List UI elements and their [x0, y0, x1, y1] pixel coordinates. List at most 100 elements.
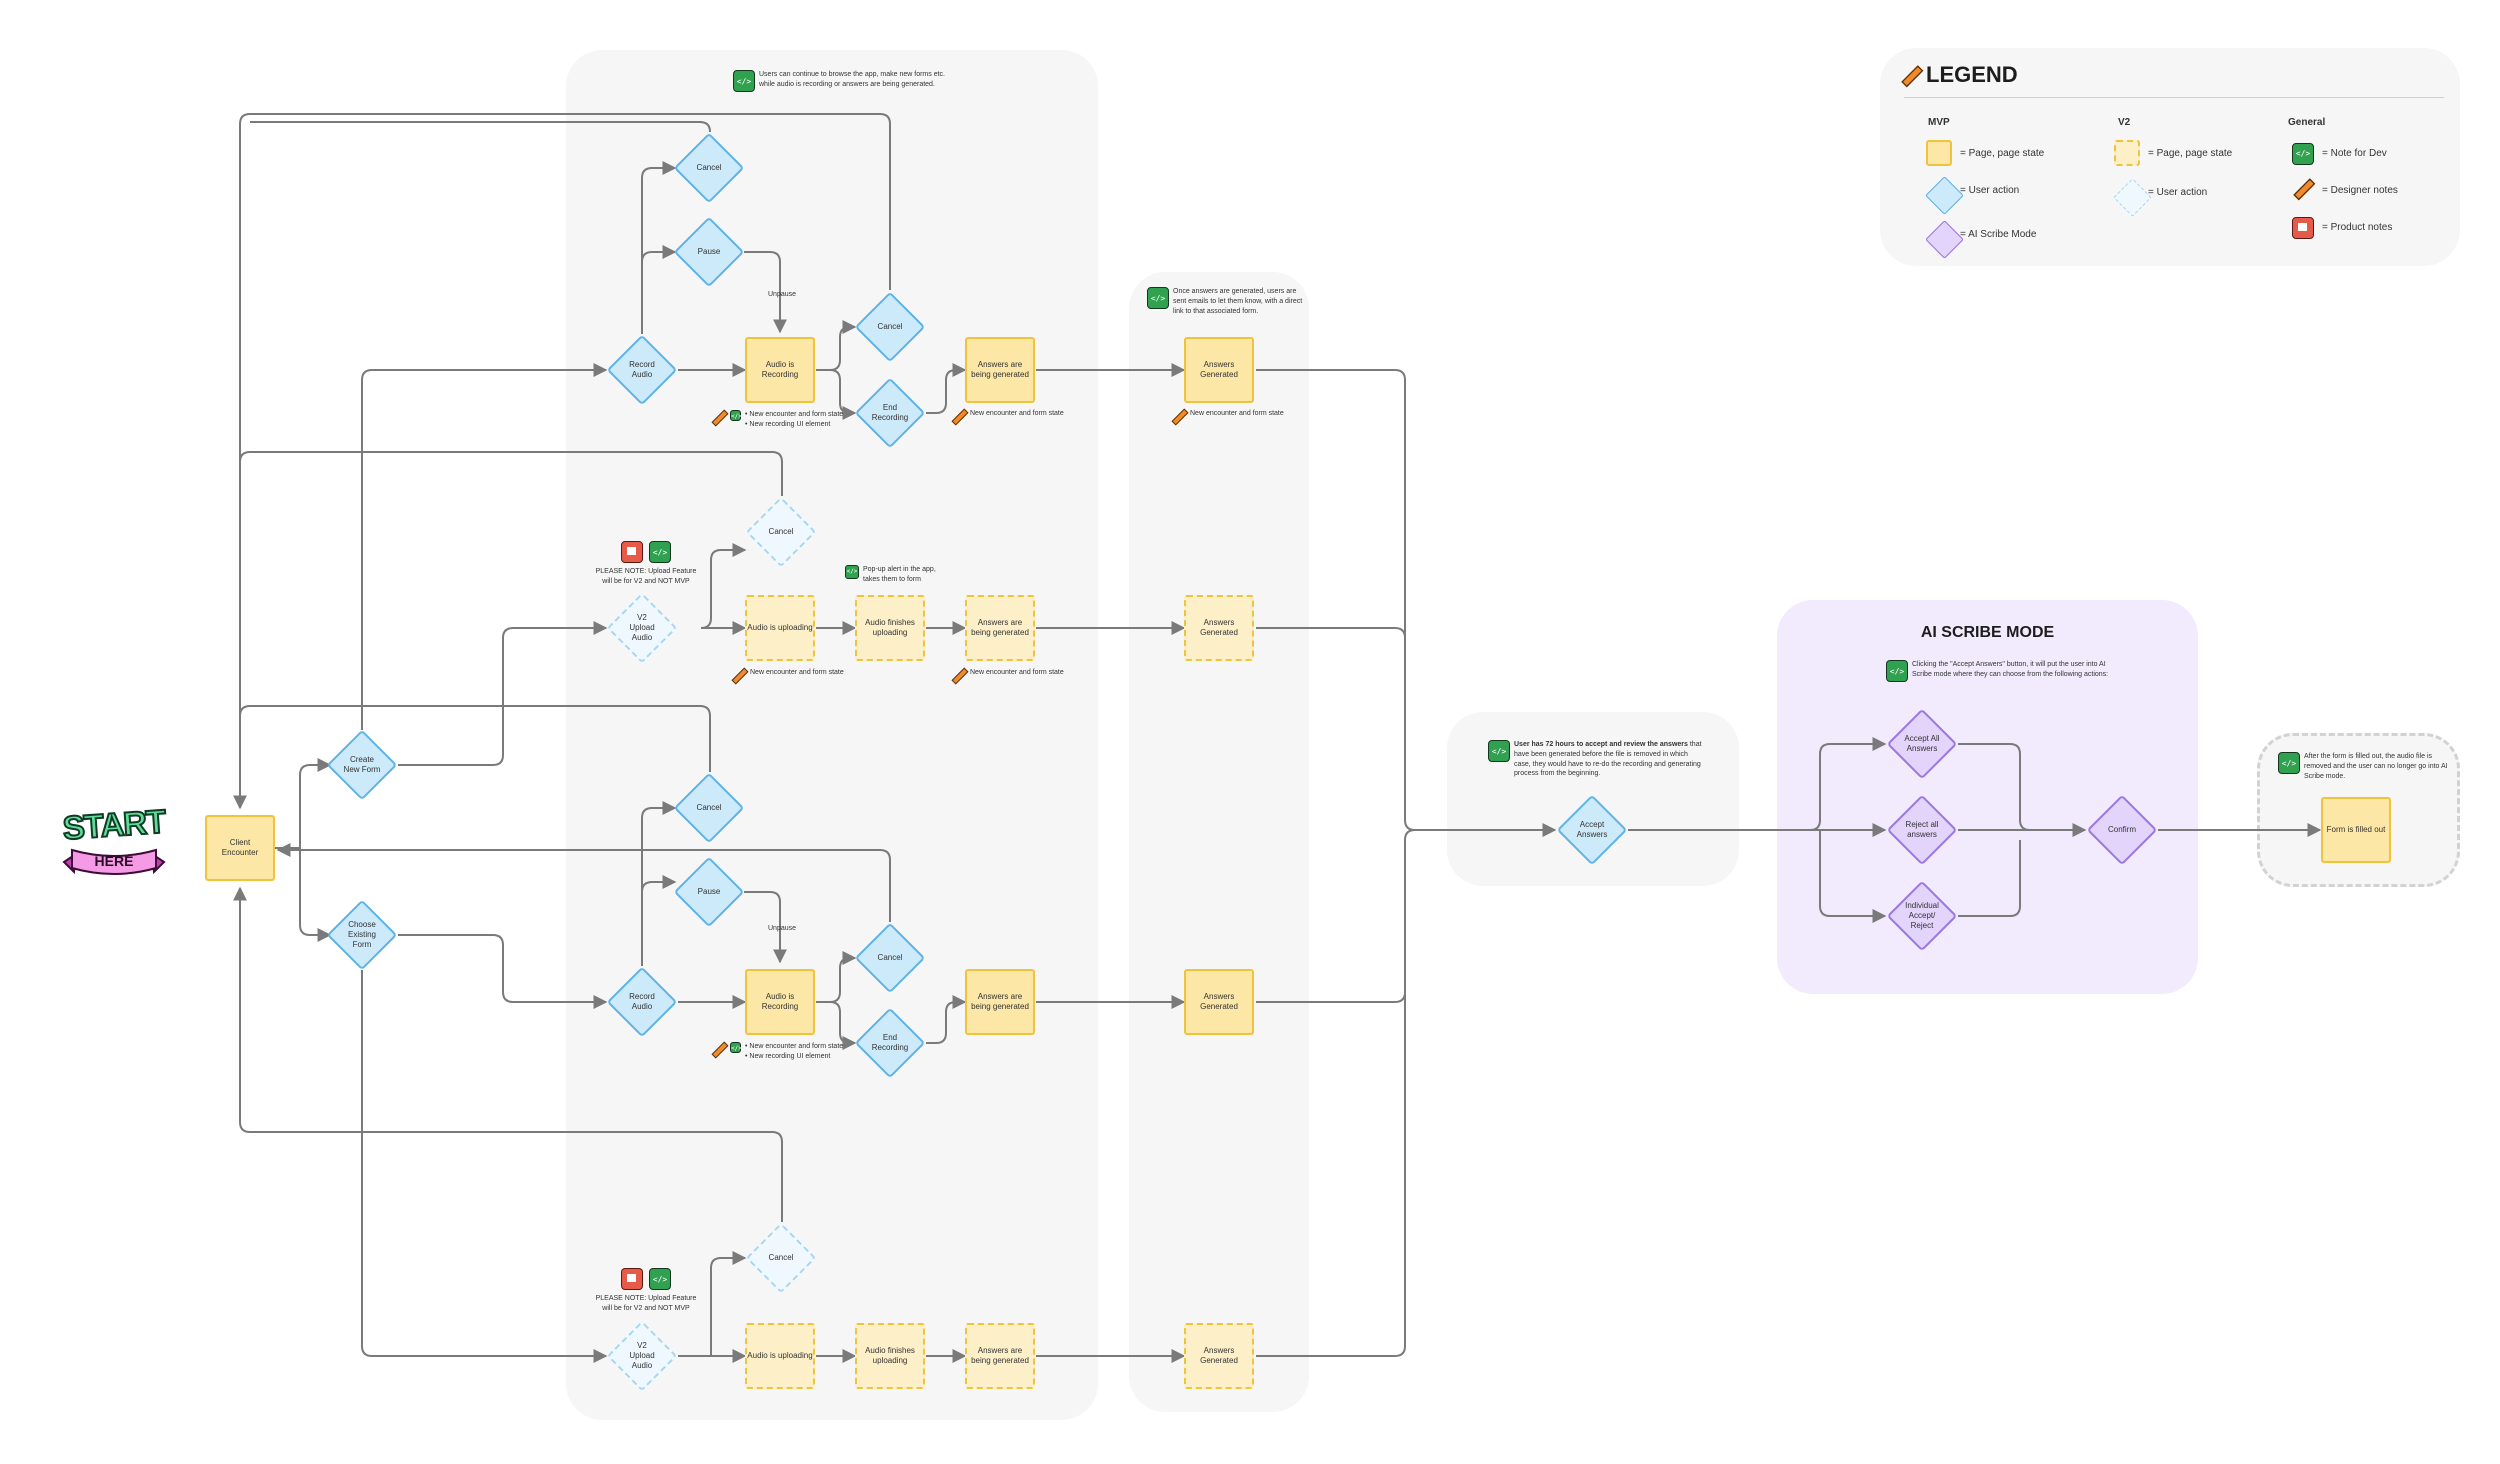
- answers-generated-page-1[interactable]: Answers Generated: [1184, 337, 1254, 403]
- pause-action-bottom[interactable]: Pause: [673, 856, 745, 928]
- end-recording-label: End Recording: [871, 403, 909, 422]
- cancel-action-v2-bottom[interactable]: Cancel: [745, 1222, 817, 1294]
- upload-audio-label: V2 Upload Audio: [629, 1341, 655, 1370]
- answers-generated-page-4[interactable]: Answers Generated: [1184, 1323, 1254, 1389]
- legend-general-heading: General: [2288, 117, 2326, 128]
- accept-all-answers-label: Accept All Answers: [1904, 734, 1940, 753]
- pencil-icon: [712, 410, 726, 424]
- pencil-icon: [2294, 179, 2312, 197]
- end-recording-action-top[interactable]: End Recording: [854, 377, 926, 449]
- create-new-form-label: Create New Form: [343, 755, 381, 774]
- here-label: HERE: [94, 853, 134, 869]
- dev-note-popup: Pop-up alert in the app, takes them to f…: [845, 565, 936, 585]
- legend-dev-label: = Note for Dev: [2322, 148, 2387, 159]
- upload-audio-label: V2 Upload Audio: [629, 613, 655, 642]
- note-for-dev-icon: [649, 1268, 671, 1290]
- legend-v2-page-swatch: [2114, 140, 2140, 166]
- client-encounter-node[interactable]: Client Encounter: [205, 815, 275, 881]
- designer-note-generating-top: New encounter and form state: [952, 409, 1064, 423]
- answers-being-generated-page-v2-top[interactable]: Answers are being generated: [965, 595, 1035, 661]
- legend-panel: [1880, 48, 2460, 266]
- record-audio-action-bottom[interactable]: Record Audio: [606, 966, 678, 1038]
- cancel-recording-action-bottom[interactable]: Cancel: [854, 922, 926, 994]
- audio-uploading-page-bottom[interactable]: Audio is uploading: [745, 1323, 815, 1389]
- legend-mvp-page-label: = Page, page state: [1960, 148, 2045, 159]
- record-audio-action-top[interactable]: Record Audio: [606, 334, 678, 406]
- cancel-action-top[interactable]: Cancel: [673, 132, 745, 204]
- record-audio-label: Record Audio: [629, 360, 655, 379]
- accept-answers-action[interactable]: Accept Answers: [1556, 794, 1628, 866]
- audio-finishes-uploading-page-bottom[interactable]: Audio finishes uploading: [855, 1323, 925, 1389]
- cancel-label: Cancel: [696, 163, 722, 172]
- individual-accept-reject-label: Individual Accept/ Reject: [1905, 901, 1939, 930]
- designer-note-generating-v2: New encounter and form state: [952, 668, 1064, 682]
- connector-lines: [233, 113, 2322, 1363]
- dev-note-ai-scribe: Clicking the "Accept Answers" button, it…: [1886, 660, 2108, 682]
- audio-recording-page-bottom[interactable]: Audio is Recording: [745, 969, 815, 1035]
- dev-note-filled-out: After the form is filled out, the audio …: [2278, 752, 2448, 781]
- audio-uploading-page-top[interactable]: Audio is uploading: [745, 595, 815, 661]
- answers-generated-panel: [1129, 272, 1309, 1412]
- choose-existing-form-label: Choose Existing Form: [347, 920, 376, 949]
- upload-audio-action-v2-bottom[interactable]: V2 Upload Audio: [606, 1320, 678, 1392]
- confirm-action[interactable]: Confirm: [2086, 794, 2158, 866]
- end-recording-action-bottom[interactable]: End Recording: [854, 1007, 926, 1079]
- legend-mvp-heading: MVP: [1928, 117, 1950, 128]
- individual-accept-reject-action[interactable]: Individual Accept/ Reject: [1886, 880, 1958, 952]
- async-activity-panel: [566, 50, 1098, 1420]
- note-for-dev-icon: [2292, 143, 2314, 165]
- product-notes-icon: [621, 1268, 643, 1290]
- cancel-label: Cancel: [877, 953, 903, 962]
- record-audio-label: Record Audio: [629, 992, 655, 1011]
- accept-answers-label: Accept Answers: [1576, 820, 1608, 839]
- note-for-dev-icon: [2278, 752, 2300, 774]
- accept-all-answers-action[interactable]: Accept All Answers: [1886, 708, 1958, 780]
- reject-all-answers-action[interactable]: Reject all answers: [1886, 794, 1958, 866]
- legend-mvp-action-swatch: [1925, 176, 1965, 216]
- designer-note-recording-bottom: • New encounter and form state • New rec…: [712, 1042, 843, 1062]
- confirm-label: Confirm: [2107, 825, 2136, 834]
- legend-v2-action-label: = User action: [2148, 187, 2208, 198]
- answers-being-generated-page-v2-bottom[interactable]: Answers are being generated: [965, 1323, 1035, 1389]
- designer-note-generated: New encounter and form state: [1172, 409, 1284, 423]
- legend-ai-swatch: [1925, 220, 1965, 260]
- create-new-form-action[interactable]: Create New Form: [326, 729, 398, 801]
- pencil-icon: [1172, 409, 1186, 423]
- cancel-action-v2-top[interactable]: Cancel: [745, 496, 817, 568]
- product-note-upload-top: PLEASE NOTE: Upload Feature will be for …: [596, 541, 696, 587]
- note-for-dev-icon: [730, 410, 741, 421]
- pause-label: Pause: [697, 887, 721, 896]
- unpause-label-bottom: Unpause: [768, 925, 797, 932]
- pause-action-top[interactable]: Pause: [673, 216, 745, 288]
- legend-v2-action-swatch: [2113, 178, 2153, 218]
- legend-mvp-page-swatch: [1926, 140, 1952, 166]
- unpause-label-top: Unpause: [768, 291, 797, 298]
- legend-v2-page-label: = Page, page state: [2148, 148, 2233, 159]
- audio-recording-page-top[interactable]: Audio is Recording: [745, 337, 815, 403]
- cancel-action-bottom[interactable]: Cancel: [673, 772, 745, 844]
- form-filled-out-page[interactable]: Form is filled out: [2321, 797, 2391, 863]
- start-here-badge: START HERE: [56, 801, 172, 884]
- dev-note-emails: Once answers are generated, users are se…: [1147, 287, 1302, 316]
- pencil-icon: [1902, 66, 1920, 84]
- note-for-dev-icon: [649, 541, 671, 563]
- legend-divider: [1904, 97, 2444, 98]
- cancel-label: Cancel: [877, 322, 903, 331]
- upload-audio-action-v2-top[interactable]: V2 Upload Audio: [606, 592, 678, 664]
- answers-generated-page-3[interactable]: Answers Generated: [1184, 969, 1254, 1035]
- legend-designer-label: = Designer notes: [2322, 185, 2398, 196]
- note-for-dev-icon: [1147, 287, 1169, 309]
- answers-generated-page-2[interactable]: Answers Generated: [1184, 595, 1254, 661]
- answers-being-generated-page-bottom[interactable]: Answers are being generated: [965, 969, 1035, 1035]
- ai-scribe-mode-title: AI SCRIBE MODE: [1920, 624, 2055, 641]
- note-for-dev-icon: [1886, 660, 1908, 682]
- answers-being-generated-page-top[interactable]: Answers are being generated: [965, 337, 1035, 403]
- dev-note-72-hours: User has 72 hours to accept and review t…: [1488, 740, 1706, 779]
- start-here-artwork: [62, 848, 166, 875]
- legend-v2-heading: V2: [2118, 117, 2131, 128]
- choose-existing-form-action[interactable]: Choose Existing Form: [326, 899, 398, 971]
- cancel-recording-action-top[interactable]: Cancel: [854, 291, 926, 363]
- audio-finishes-uploading-page-top[interactable]: Audio finishes uploading: [855, 595, 925, 661]
- cancel-label: Cancel: [768, 1253, 794, 1262]
